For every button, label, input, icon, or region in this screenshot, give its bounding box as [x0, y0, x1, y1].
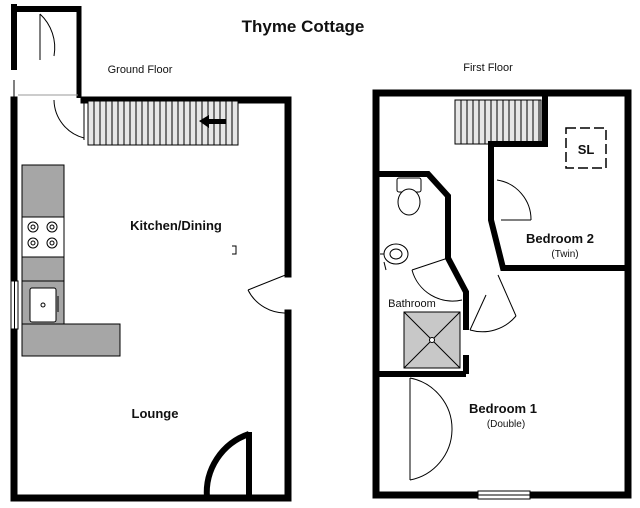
- room-label-lounge: Lounge: [132, 406, 179, 421]
- room-label-bedroom2: Bedroom 2: [526, 231, 594, 246]
- kitchen-door-swing: [247, 273, 289, 314]
- first-floor-internal-walls: [376, 96, 628, 377]
- ground-staircase: [87, 100, 239, 146]
- toilet-icon: [396, 177, 422, 216]
- front-door-swing: [53, 99, 85, 140]
- shower-tray: [403, 311, 461, 369]
- porch-door-swing: [39, 13, 56, 60]
- first-floor-label: First Floor: [463, 62, 513, 74]
- bedroom1-door-swing: [469, 274, 517, 333]
- bathroom-door-swing: [411, 257, 463, 302]
- room-note-bedroom1: (Double): [487, 419, 525, 430]
- first-floor-walls: [372, 89, 632, 499]
- socket-symbol: [232, 245, 237, 255]
- bedroom2-door-swing: [496, 179, 532, 221]
- hob: [27, 221, 58, 249]
- skylight-label: SL: [578, 142, 595, 157]
- first-staircase: [454, 99, 542, 145]
- arrow-left-icon: [199, 115, 226, 128]
- room-label-bedroom1: Bedroom 1: [469, 401, 537, 416]
- basin-icon: [380, 243, 409, 271]
- room-label-bathroom: Bathroom: [388, 298, 436, 310]
- room-label-kitchen-dining: Kitchen/Dining: [130, 218, 222, 233]
- ground-window: [10, 280, 19, 330]
- bedroom1-window: [477, 490, 531, 500]
- under-stair-cupboard: [203, 431, 252, 499]
- room-note-bedroom2: (Twin): [551, 249, 578, 260]
- first-floor: SL Bedroom 2 (Twin) Bathroom Bedroom 1 (…: [372, 89, 632, 500]
- plan-title: Thyme Cottage: [242, 17, 365, 36]
- kitchen-units: [21, 164, 121, 357]
- ground-floor-label: Ground Floor: [108, 64, 173, 76]
- porch: [11, 4, 82, 98]
- skylight-symbol: SL: [565, 127, 607, 169]
- sink: [29, 287, 59, 323]
- wardrobe-doors: [409, 377, 453, 481]
- ground-floor: Kitchen/Dining Lounge: [10, 4, 292, 502]
